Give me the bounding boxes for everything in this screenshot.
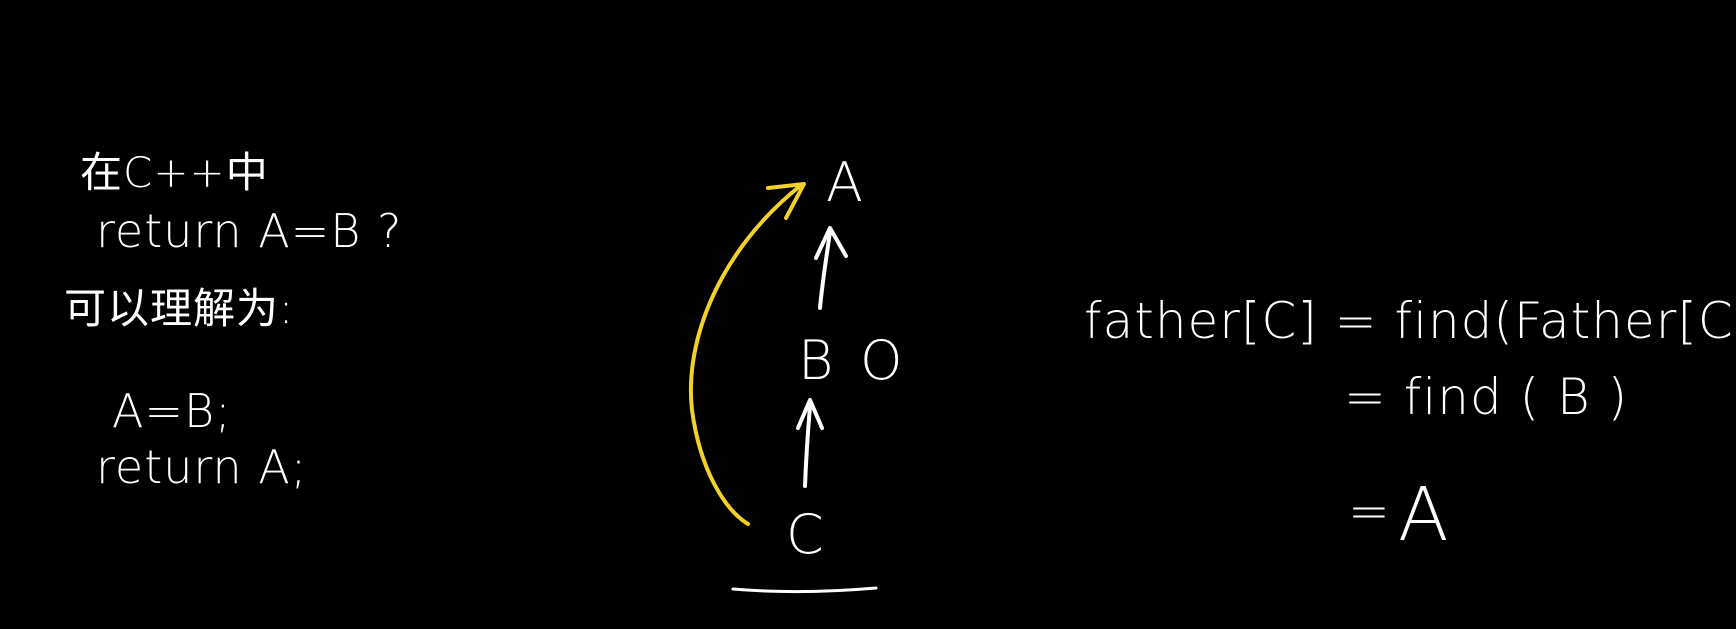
derivation-line-1: father[C] = find(Father[C] [1084,292,1736,350]
derivation-line-3-value: A [1398,472,1450,558]
arrow-b-to-a [814,226,848,310]
note-line-meaning: 可以理解为: [64,284,295,333]
tree-node-b: B [798,329,835,392]
tree-node-c: C [786,503,825,566]
tree-node-a: A [826,151,864,214]
tree-side-mark: O [860,329,904,392]
note-line-return-question: return A=B ? [96,204,403,258]
arrow-c-to-b [796,398,824,488]
derivation-line-3-equals: = [1348,482,1391,540]
derivation-line-2: = find ( B ) [1344,368,1629,426]
code-line-return: return A; [96,440,308,494]
underline-stroke [731,586,878,594]
note-line-cpp: 在C++中 [80,148,269,197]
path-compression-arrow [689,182,806,526]
code-line-assign: A=B; [112,384,232,438]
